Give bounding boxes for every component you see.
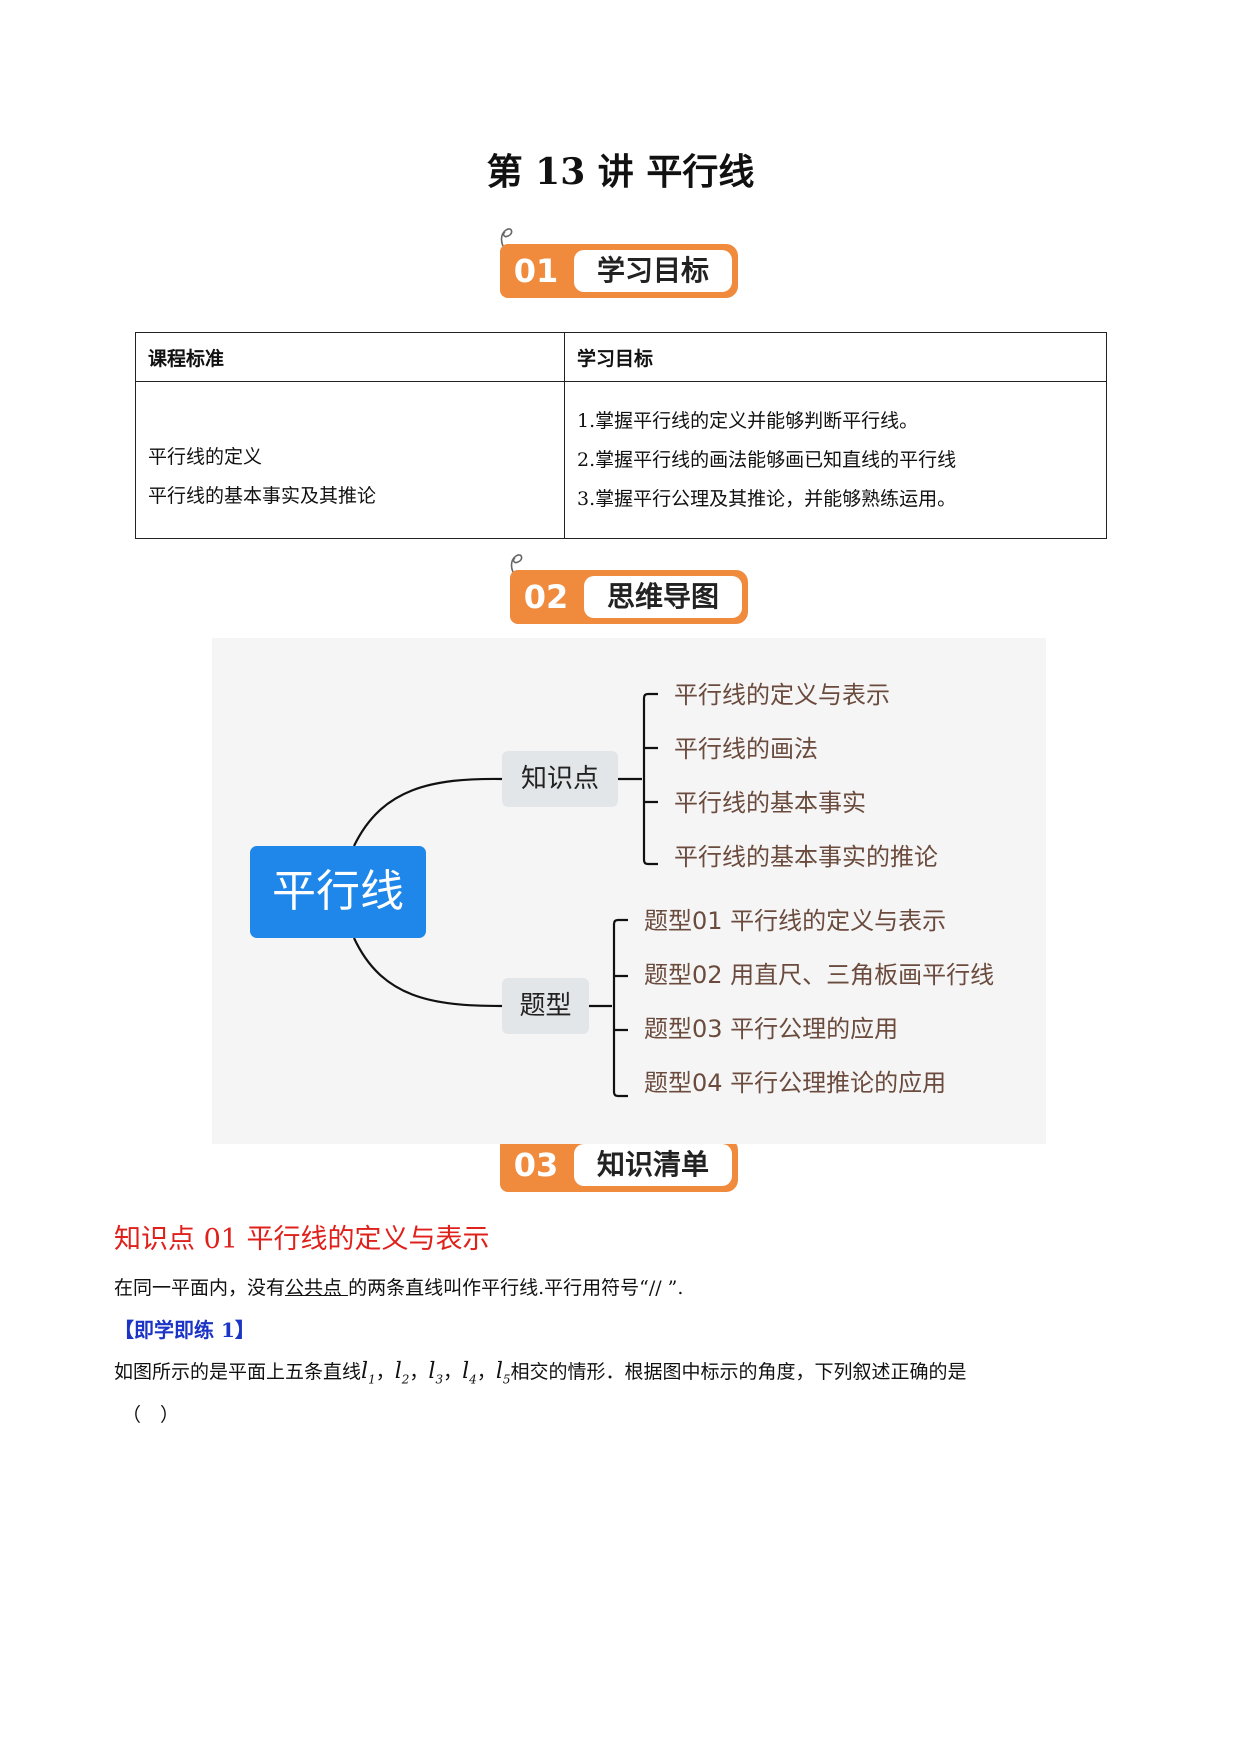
line-label: l1 [361, 1359, 376, 1387]
line-label: l4 [462, 1359, 477, 1387]
leaf-question-type: 题型02 用直尺、三角板画平行线 [644, 961, 995, 989]
line-label: l3 [428, 1359, 444, 1387]
section-badge-02: 02 思维导图 [510, 554, 750, 628]
definition-text: 的两条直线叫作平行线.平行用符号“// ”. [348, 1277, 684, 1299]
standards-cell: 平行线的定义 平行线的基本事实及其推论 [135, 381, 565, 539]
connector-root-types [353, 937, 503, 1008]
connector-root-knowledge [353, 777, 503, 847]
line-label: l5 [495, 1359, 511, 1387]
mind-map-root: 平行线 [250, 846, 426, 938]
objective-item: 1.掌握平行线的定义并能够判断平行线。 [577, 409, 919, 432]
question-suffix: 相交的情形．根据图中标示的角度，下列叙述正确的是 [510, 1361, 967, 1383]
section-number: 03 [500, 1138, 572, 1192]
leaf-knowledge: 平行线的画法 [674, 735, 818, 763]
mind-map: 平行线 知识点 题型 平行线的定义与表示 平行线的画法 平行线的基本事实 平行线… [212, 638, 1046, 1144]
mind-map-connectors [353, 692, 658, 1098]
section-label: 知识清单 [574, 1144, 732, 1186]
branch-question-types: 题型 [502, 978, 589, 1034]
standard-item: 平行线的基本事实及其推论 [148, 485, 377, 507]
header-course-standard: 课程标准 [135, 332, 565, 382]
goals-table: 课程标准 学习目标 平行线的定义 平行线的基本事实及其推论 1.掌握平行线的定义… [135, 332, 1107, 539]
section-label: 思维导图 [584, 576, 742, 618]
section-number: 02 [510, 570, 582, 624]
objectives-cell: 1.掌握平行线的定义并能够判断平行线。 2.掌握平行线的画法能够画已知直线的平行… [564, 381, 1107, 539]
leaf-question-type: 题型03 平行公理的应用 [644, 1015, 899, 1043]
leaf-knowledge: 平行线的基本事实的推论 [674, 843, 938, 871]
practice-label: 【即学即练 1】 [114, 1318, 255, 1342]
objective-item: 3.掌握平行公理及其推论，并能够熟练运用。 [577, 487, 957, 510]
section-number: 01 [500, 244, 572, 298]
question-prefix: 如图所示的是平面上五条直线 [114, 1361, 362, 1383]
definition-paragraph: 在同一平面内，没有公共点 的两条直线叫作平行线.平行用符号“// ”. [114, 1273, 683, 1303]
leaf-knowledge: 平行线的定义与表示 [674, 681, 890, 709]
clip-hook-icon [500, 228, 513, 251]
section-badge-01: 01 学习目标 [500, 228, 740, 302]
knowledge-point-heading: 知识点 01 平行线的定义与表示 [114, 1224, 490, 1255]
line-label: l2 [394, 1359, 410, 1387]
table-row: 平行线的定义 平行线的基本事实及其推论 1.掌握平行线的定义并能够判断平行线。 … [135, 381, 1107, 539]
definition-text: 在同一平面内，没有 [114, 1277, 286, 1299]
standard-item: 平行线的定义 [148, 446, 263, 468]
objective-item: 2.掌握平行线的画法能够画已知直线的平行线 [577, 448, 957, 471]
leaf-knowledge: 平行线的基本事实 [674, 789, 866, 817]
definition-underlined-term: 公共点 [285, 1277, 349, 1299]
branch-knowledge-points: 知识点 [502, 751, 618, 807]
leaf-question-type: 题型04 平行公理推论的应用 [644, 1069, 947, 1097]
page-title: 第 13 讲 平行线 [486, 151, 755, 193]
answer-parentheses: （ ） [122, 1404, 180, 1426]
question-text: 如图所示的是平面上五条直线l1，l2，l3，l4，l5相交的情形．根据图中标示的… [114, 1359, 967, 1387]
section-badge-03: 03 知识清单 [500, 1134, 740, 1196]
section-label: 学习目标 [574, 250, 732, 292]
clip-hook-icon [510, 554, 523, 577]
leaf-question-type: 题型01 平行线的定义与表示 [644, 907, 947, 935]
table-header-row: 课程标准 学习目标 [135, 332, 1107, 382]
header-learning-goals: 学习目标 [564, 332, 1107, 382]
